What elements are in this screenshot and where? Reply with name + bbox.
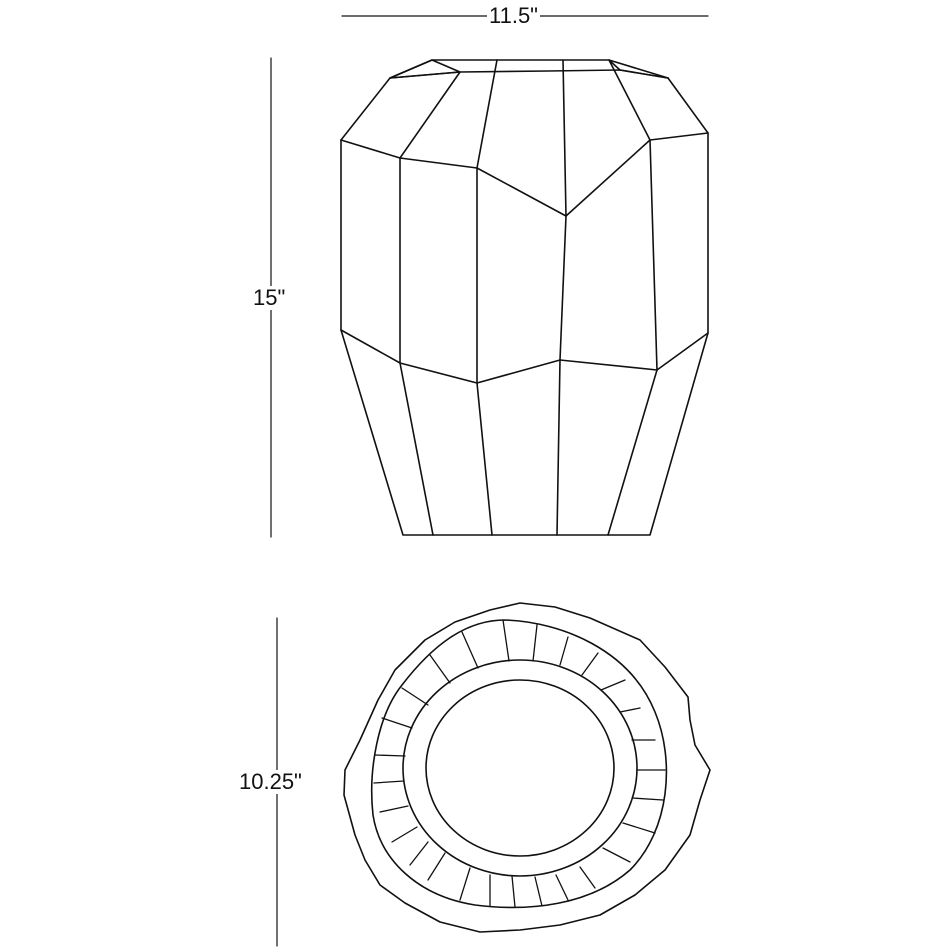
top-view-outer-outline [343, 602, 711, 933]
vase-upper-facets [389, 59, 669, 217]
vase-shoulder-edge [340, 132, 709, 217]
vase-waist-edge [340, 329, 709, 384]
depth-label: 10.25" [239, 769, 302, 794]
height-label: 15" [253, 285, 286, 310]
top-view-facet-ring-outer [370, 619, 668, 909]
vase-top-view [343, 602, 711, 933]
vase-lower-facets [399, 359, 658, 536]
vase-outline [340, 59, 709, 536]
top-view-opening [425, 679, 615, 857]
top-view-facet-dividers [373, 619, 666, 908]
vase-body-facets [399, 139, 658, 384]
width-label: 11.5" [487, 3, 540, 28]
top-view-facet-ring-inner [402, 659, 638, 877]
dimension-lines [270, 15, 709, 947]
vase-side-view [340, 59, 709, 536]
